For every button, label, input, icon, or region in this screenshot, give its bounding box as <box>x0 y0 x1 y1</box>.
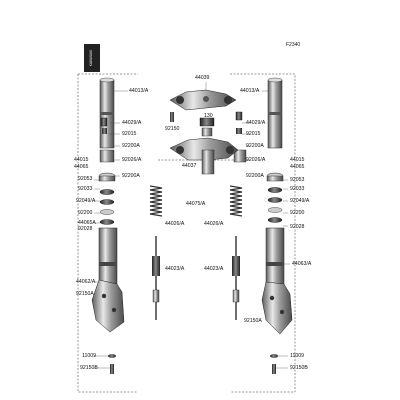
label-44026-center-right: 44026/A <box>204 221 224 227</box>
upper-triple-clamp <box>169 89 237 111</box>
label-92200a-left: 92200A <box>122 143 140 149</box>
label-92200a-right: 92200A <box>246 143 264 149</box>
steering-stem-nut <box>199 117 215 137</box>
label-44039: 44039 <box>195 75 210 81</box>
left-fork-box <box>77 73 138 393</box>
label-92150b-right: 92150B <box>290 365 308 371</box>
label-130: 130 <box>204 113 213 119</box>
label-92026-right: 92026/A <box>246 157 266 163</box>
svg-text:KAWASAKI: KAWASAKI <box>89 50 93 67</box>
label-44015-right: 44015 <box>290 157 305 163</box>
left-fork-spring <box>149 185 163 217</box>
lower-triple-clamp <box>169 137 239 175</box>
label-44029-left: 44029/A <box>122 120 142 126</box>
figure-code: F2340 <box>286 42 301 48</box>
label-11009-left: 11009 <box>82 353 97 359</box>
right-axle-parts <box>270 354 278 374</box>
steering-stem-bolt <box>170 112 174 122</box>
label-44013-left: 44013/A <box>129 88 149 94</box>
label-44037: 44037 <box>182 163 197 169</box>
label-92200-left: 92200 <box>78 210 93 216</box>
label-92049-right: 92049/A <box>290 198 310 204</box>
label-92028-right: 92028 <box>290 224 305 230</box>
right-fork-tube <box>267 77 283 149</box>
label-44013-right: 44013/A <box>240 88 260 94</box>
label-92049-left: 92049/A <box>76 198 96 204</box>
label-92200-right: 92200 <box>290 210 305 216</box>
label-44015-left: 44015 <box>74 157 89 163</box>
label-44026-center-left: 44026/A <box>165 221 185 227</box>
right-damper-rod <box>232 236 240 320</box>
right-top-components <box>233 149 284 223</box>
label-92200a2-right: 92200A <box>246 173 264 179</box>
label-44063-right: 44063/A <box>292 261 312 267</box>
label-92015-right: 92015 <box>246 131 261 137</box>
label-92150: 92150 <box>165 126 180 132</box>
label-44062-left: 44062/A <box>76 279 96 285</box>
label-44065-left: 44065 <box>74 164 89 170</box>
label-44065-right: 44065 <box>290 164 305 170</box>
label-44023-center-right: 44023/A <box>204 266 224 272</box>
label-92150a-right: 92150A <box>244 318 262 324</box>
label-92150b-left: 92150B <box>80 365 98 371</box>
right-fork-cap-bolt <box>235 111 243 134</box>
left-fork-cap-bolt <box>100 117 108 134</box>
leader-lines <box>94 82 290 369</box>
label-92053-right: 92053 <box>290 177 305 183</box>
left-top-components <box>98 149 116 225</box>
right-fork-spring <box>229 185 243 217</box>
label-44029-right: 44029/A <box>246 120 266 126</box>
label-92028-left: 92028 <box>78 226 93 232</box>
label-92053-left: 92053 <box>78 176 93 182</box>
label-92033-left: 92033 <box>78 186 93 192</box>
right-outer-tube <box>261 227 293 335</box>
label-92200a2-left: 92200A <box>122 173 140 179</box>
kawasaki-logo: KAWASAKI <box>84 44 100 72</box>
left-outer-tube <box>91 227 125 333</box>
left-damper-rod <box>152 236 160 320</box>
label-92150a-left: 92150A <box>76 291 94 297</box>
label-44075: 44075/A <box>186 201 206 207</box>
right-fork-box <box>230 73 296 393</box>
label-44065a-left: 44065A <box>78 220 96 226</box>
label-92033-right: 92033 <box>290 186 305 192</box>
label-11009-right: 11009 <box>290 353 305 359</box>
label-44023-center-left: 44023/A <box>165 266 185 272</box>
left-axle-parts <box>108 354 116 374</box>
label-92015-left: 92015 <box>122 131 137 137</box>
label-92026-left: 92026/A <box>122 157 142 163</box>
left-fork-tube <box>99 77 115 149</box>
